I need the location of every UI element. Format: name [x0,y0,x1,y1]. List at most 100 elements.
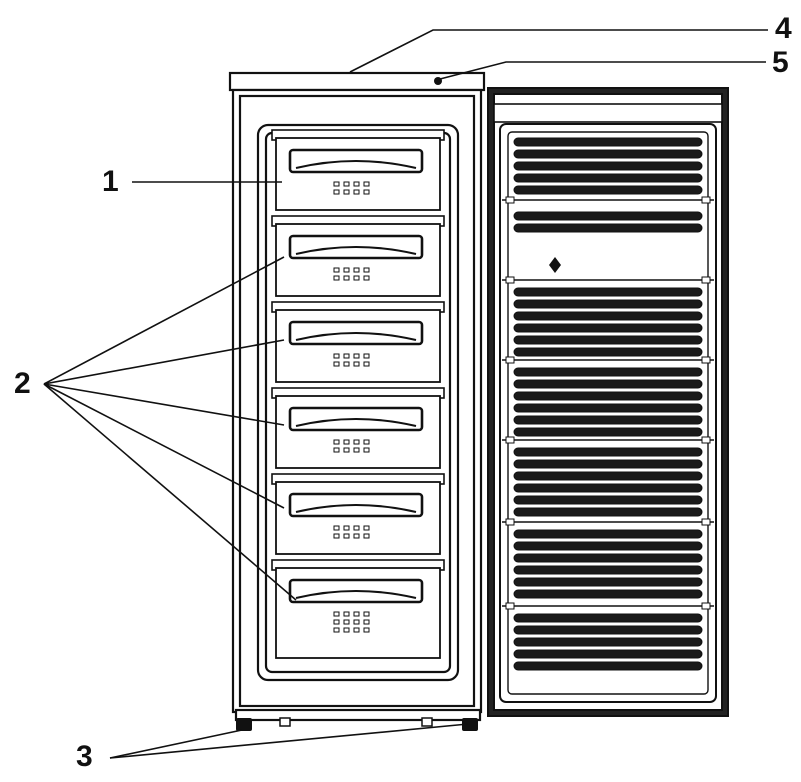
drawer-2 [271,215,445,297]
shelf-bar [513,589,703,599]
shelf-bar [513,173,703,183]
shelf-bar [513,427,703,437]
drawer-symbol-mark [343,525,350,531]
drawer-symbol-mark [343,611,350,617]
drawer-symbol-mark [343,533,350,539]
drawer-symbol-mark [353,533,360,539]
cabinet-inner-frame [238,94,476,708]
foot-left [236,718,252,731]
shelf-group-7 [513,613,703,671]
worktop-lid [228,71,486,92]
shelf-bar [513,447,703,457]
door-inner-liner [499,123,717,703]
drawer-symbol-mark [363,275,370,281]
shelf-bar [513,507,703,517]
callout-5: 5 [772,46,789,79]
shelf-bar [513,287,703,297]
shelf-bar [513,661,703,671]
shelf-group-6 [513,529,703,599]
shelf-group-1 [513,137,703,195]
drawer-symbol-mark [343,189,350,195]
shelf-clip [505,436,515,444]
adjustable-feet [236,717,478,731]
drawer-symbol-mark [333,447,340,453]
leader-2c [43,383,285,426]
shelf-bar [513,347,703,357]
shelf-group-5 [513,447,703,517]
leader-lines [43,29,768,759]
shelf-clip [505,518,515,526]
drawer-symbol-mark [363,611,370,617]
drawer-symbol-mark [333,353,340,359]
shelf-bar [513,161,703,171]
drawer-symbol-mark [343,275,350,281]
drawer-6 [271,559,445,659]
drawer-symbol-mark [353,181,360,187]
shelf-clip [701,518,711,526]
drawer-symbol-mark [343,361,350,367]
shelf-bar [513,367,703,377]
drawer-symbol-mark [333,361,340,367]
shelf-clip [505,276,515,284]
drawer-symbol-mark [353,525,360,531]
interior-opening [256,123,460,682]
door-arrow-marker [549,257,561,273]
shelf-bar [513,185,703,195]
shelf-bar [513,137,703,147]
drawer-symbol-mark [333,619,340,625]
drawer-symbol-mark [363,353,370,359]
shelf-clip [701,356,711,364]
drawer-symbol-mark [363,181,370,187]
drawer-symbol-mark [353,361,360,367]
drawer-symbol-mark [343,267,350,273]
shelf-bar [513,541,703,551]
drawer-symbol-mark [343,627,350,633]
drawer-symbol-mark [333,275,340,281]
drawer-symbol-mark [343,619,350,625]
leader-2a [43,256,285,385]
shelf-clip [505,356,515,364]
drawer-symbol-mark [363,533,370,539]
base-plinth [234,708,482,722]
shelf-group-4 [513,367,703,437]
drawer-symbol-mark [363,267,370,273]
drawer-symbol-mark [363,627,370,633]
leader-2b [43,339,285,385]
shelf-bar [513,323,703,333]
drawer-symbol-mark [333,533,340,539]
shelf-bar [513,565,703,575]
shelf-bar [513,495,703,505]
drawer-symbol-mark [363,525,370,531]
shelf-bar [513,379,703,389]
drawer-handle-curve [295,590,417,599]
drawer-stack [271,129,445,659]
drawer-symbol-mark [343,447,350,453]
drawer-symbol-mark [343,439,350,445]
drawer-symbol-mark [363,189,370,195]
drawer-symbol-mark [353,439,360,445]
shelf-bar [513,613,703,623]
shelf-bar [513,335,703,345]
drawer-symbol-mark [353,189,360,195]
shelf-clip [505,602,515,610]
foot-mid-right [421,717,433,727]
shelf-bar [513,415,703,425]
shelf-bar [513,577,703,587]
shelf-bar [513,471,703,481]
leader-3a [109,729,243,759]
shelf-clip [701,196,711,204]
drawer-symbol-mark [333,189,340,195]
drawer-handle-curve [295,332,417,341]
drawer-symbol-mark [333,611,340,617]
shelf-bar [513,529,703,539]
shelf-bar [513,649,703,659]
shelf-bar [513,459,703,469]
shelf-bar [513,149,703,159]
shelf-bar [513,403,703,413]
drawer-symbol-mark [333,525,340,531]
drawer-3 [271,301,445,383]
leader-4 [349,29,768,73]
drawer-symbol-mark [353,267,360,273]
drawer-symbol-mark [333,181,340,187]
